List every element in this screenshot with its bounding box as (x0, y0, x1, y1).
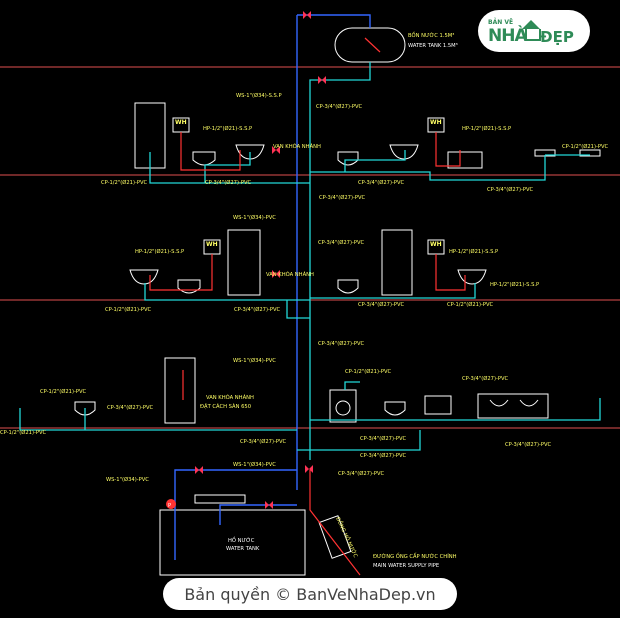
floor3-cold-base (297, 430, 421, 451)
brand-logo: BẢN VẼ NHÀ ĐẸP (478, 10, 590, 52)
pump-icon (166, 499, 176, 509)
floor3-valve-vi2: ĐẶT CÁCH SÀN 650 (200, 403, 251, 410)
floor2-cp-mid-left: CP-3/4"(Ø27)-PVC (234, 306, 281, 313)
ground-ws-mid: WS-1"(Ø34)-PVC (233, 461, 276, 468)
floor2-ws: WS-1"(Ø34)-PVC (233, 214, 276, 221)
floor2-hot-right (435, 254, 466, 291)
floor1-cp-riser: CP-3/4"(Ø27)-PVC (319, 194, 366, 201)
floor1-cp-right-low: CP-3/4"(Ø27)-PVC (487, 186, 534, 193)
floor1-wh-left: WH (175, 119, 187, 126)
ground-ws-left: WS-1"(Ø34)-PVC (106, 476, 149, 483)
floor1-cp-mid-left: CP-3/4"(Ø27)-PVC (205, 179, 252, 186)
roof-valve-cp (318, 76, 326, 84)
floor1-valve-main (272, 146, 280, 154)
floor2-hot-left (149, 254, 213, 291)
floor2-cp-mid-right: CP-3/4"(Ø27)-PVC (358, 301, 405, 308)
floor1-main-valve: VAN KHÓA NHÁNH (273, 143, 321, 150)
floor3-cp-center2: CP-3/4"(Ø27)-PVC (240, 438, 287, 445)
supply-label-en: MAIN WATER SUPPLY PIPE (373, 563, 439, 569)
ground-tank-en: WATER TANK (226, 546, 260, 552)
floor3-cp-center: CP-3/4"(Ø27)-PVC (360, 435, 407, 442)
floor3-ws: WS-1"(Ø34)-PVC (233, 357, 276, 364)
floor2-cp-left: CP-1/2"(Ø21)-PVC (105, 306, 152, 313)
floor1-hp-left: HP-1/2"(Ø21)-S.S.P (203, 125, 252, 132)
logo-tail-text: ĐẸP (540, 28, 574, 46)
floor2-main-valve: VAN KHÓA NHÁNH (266, 271, 314, 278)
supply-label-vi: ĐƯỜNG ỐNG CẤP NƯỚC CHÍNH (373, 552, 457, 560)
floor2-hp-far-right: HP-1/2"(Ø21)-S.S.P (490, 281, 539, 288)
floor1-cold-mid (204, 152, 251, 183)
floor3-cp-right-bottom: CP-3/4"(Ø27)-PVC (505, 441, 552, 448)
floor1-cold-mid2 (344, 150, 406, 172)
floor1-fixtures (134, 102, 601, 169)
floor2-hp-right: HP-1/2"(Ø21)-S.S.P (449, 248, 498, 255)
floor1-hot-left (180, 132, 241, 171)
floor2-cold-branch (144, 283, 310, 301)
floor1-cp-right-end: CP-1/2"(Ø21)-PVC (562, 143, 609, 150)
ground-valve-1 (195, 466, 203, 474)
floor3-fixtures (74, 357, 549, 424)
floor2-cold-right (310, 283, 476, 299)
ground-supply (309, 470, 361, 576)
floor1-wh-right: WH (430, 119, 442, 126)
floor3-valve-vi: VAN KHÓA NHÁNH (206, 394, 254, 401)
floor1-cp-left: CP-1/2"(Ø21)-PVC (101, 179, 148, 186)
riser-cp-label: CP-3/4"(Ø27)-PVC (316, 103, 363, 110)
floor2-cp-riser: CP-3/4"(Ø27)-PVC (318, 239, 365, 246)
cold-riser (309, 62, 371, 460)
roof-tank (334, 27, 406, 63)
floor3-cold-right (310, 398, 601, 421)
ground-ws-left (174, 469, 297, 560)
floor2-wh-right: WH (430, 241, 442, 248)
house-icon (522, 20, 540, 29)
floor3-cp-base: CP-3/4"(Ø27)-PVC (360, 452, 407, 459)
tank-inlet (297, 14, 371, 28)
floor1-cold-branch (149, 152, 310, 184)
floor2-fixtures (129, 229, 487, 296)
ground-cp-main: CP-3/4"(Ø27)-PVC (338, 470, 385, 477)
logo-top-text: BẢN VẼ (488, 19, 514, 26)
ground-tank (159, 494, 352, 576)
floor3-cp-edge: CP-1/2"(Ø21)-PVC (0, 429, 47, 436)
roof-tank-label-vi: BỒN NƯỚC 1.5M³ (408, 30, 454, 39)
floor3-cp-top-left: CP-1/2"(Ø21)-PVC (40, 388, 87, 395)
ground-ws-mid (219, 504, 297, 525)
ground-valve-2 (265, 501, 273, 509)
floor3-cp-wm: CP-1/2"(Ø21)-PVC (345, 368, 392, 375)
pump-label: P (168, 503, 171, 509)
copyright-banner: Bản quyền © BanVeNhaDep.vn (163, 578, 457, 610)
floor3-cp-left: CP-3/4"(Ø27)-PVC (107, 404, 154, 411)
floor1-cold-right (310, 155, 546, 181)
floor1-cp-mid-right: CP-3/4"(Ø27)-PVC (358, 179, 405, 186)
floor1-hot-right (435, 132, 461, 167)
floor2-cp-right: CP-1/2"(Ø21)-PVC (447, 301, 494, 308)
floor3-cp-riser: CP-3/4"(Ø27)-PVC (318, 340, 365, 347)
floor2-loop (286, 300, 310, 319)
roof-valve-top (303, 11, 311, 19)
house-body-icon (525, 29, 541, 41)
logo-main-text: NHÀ (488, 26, 528, 46)
floor3-cold-wm (344, 381, 360, 390)
floor3-cp-right-top: CP-3/4"(Ø27)-PVC (462, 375, 509, 382)
floor2-wh-left: WH (206, 241, 218, 248)
riser-ws-label: WS-1"(Ø34)-S.S.P (236, 92, 282, 99)
floor2-valve-main (272, 270, 280, 278)
ground-tank-vi: HỒ NƯỚC (228, 535, 255, 544)
floor3-cold-left (19, 408, 297, 431)
floor1-hp-right: HP-1/2"(Ø21)-S.S.P (462, 125, 511, 132)
ground-valve-3 (305, 465, 313, 473)
floor2-hp-left: HP-1/2"(Ø21)-S.S.P (135, 248, 184, 255)
roof-tank-label-en: WATER TANK 1.5M³ (408, 43, 458, 49)
